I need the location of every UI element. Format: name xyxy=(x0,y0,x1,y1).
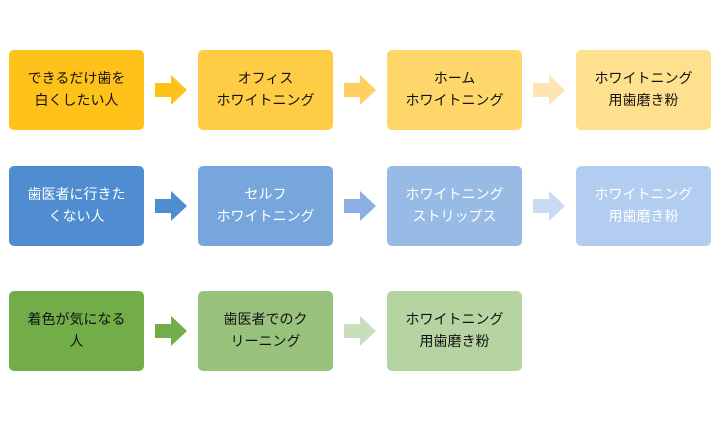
flow-row-target-whitest: できるだけ歯を 白くしたい人 オフィス ホワイトニング ホーム ホワイトニング … xyxy=(0,50,720,130)
flow-arrow-icon xyxy=(533,75,565,105)
flow-box-stain-concern: 着色が気になる 人 xyxy=(9,291,144,371)
flow-row-avoid-dentist: 歯医者に行きた くない人 セルフ ホワイトニング ホワイトニング ストリップス … xyxy=(0,166,720,246)
flow-arrow-icon xyxy=(344,191,376,221)
flow-box-whitening-toothpaste: ホワイトニング 用歯磨き粉 xyxy=(576,166,711,246)
flow-box-whitening-toothpaste: ホワイトニング 用歯磨き粉 xyxy=(576,50,711,130)
flow-arrow-icon xyxy=(155,191,187,221)
flow-box-home-whitening: ホーム ホワイトニング xyxy=(387,50,522,130)
flow-box-whitening-strips: ホワイトニング ストリップス xyxy=(387,166,522,246)
flow-box-self-whitening: セルフ ホワイトニング xyxy=(198,166,333,246)
flow-box-dental-cleaning: 歯医者でのク リーニング xyxy=(198,291,333,371)
flow-arrow-icon xyxy=(344,316,376,346)
flow-arrow-icon xyxy=(155,75,187,105)
flow-arrow-icon xyxy=(533,191,565,221)
flow-box-avoid-dentist: 歯医者に行きた くない人 xyxy=(9,166,144,246)
flow-box-whitening-toothpaste: ホワイトニング 用歯磨き粉 xyxy=(387,291,522,371)
flow-arrow-icon xyxy=(344,75,376,105)
flow-row-stain-concern: 着色が気になる 人 歯医者でのク リーニング ホワイトニング 用歯磨き粉 xyxy=(0,291,720,371)
flow-arrow-icon xyxy=(155,316,187,346)
flow-box-office-whitening: オフィス ホワイトニング xyxy=(198,50,333,130)
flow-box-target-whitest: できるだけ歯を 白くしたい人 xyxy=(9,50,144,130)
